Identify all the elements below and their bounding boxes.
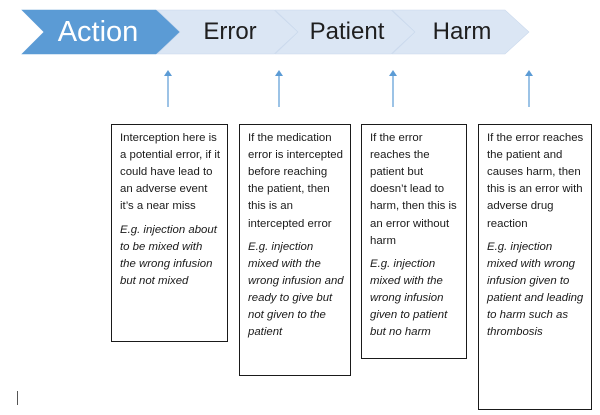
chevron-harm (391, 9, 530, 55)
stage-chevrons (21, 9, 530, 55)
description-box-intercepted-error: If the medication error is intercepted b… (239, 124, 351, 376)
up-arrow-icon (525, 70, 533, 107)
chevron-action (21, 9, 181, 55)
description-box-adverse-reaction: If the error reaches the patient and cau… (478, 124, 592, 410)
stage-label-error: Error (203, 18, 257, 45)
box-description: If the medication error is intercepted b… (248, 132, 343, 230)
stage-label-harm: Harm (432, 18, 492, 45)
box-description: If the error reaches the patient and cau… (487, 132, 584, 230)
box-example: E.g. injection about to be mixed with th… (120, 223, 217, 287)
box-example: E.g. injection mixed with the wrong infu… (370, 257, 448, 339)
box-example: E.g. injection mixed with wrong infusion… (487, 240, 584, 339)
box-example: E.g. injection mixed with the wrong infu… (248, 240, 344, 339)
chevron-patient (274, 9, 416, 55)
description-box-error-without-harm: If the error reaches the patient but doe… (361, 124, 467, 359)
up-arrow-icon (389, 70, 397, 107)
up-arrow-icon (164, 70, 172, 107)
text-cursor (17, 391, 18, 405)
box-description: Interception here is a potential error, … (120, 132, 221, 213)
box-description: If the error reaches the patient but doe… (370, 132, 457, 247)
description-box-near-miss: Interception here is a potential error, … (111, 124, 228, 342)
stage-label-patient: Patient (309, 18, 385, 45)
chevron-error (156, 9, 299, 55)
stage-label-action: Action (57, 16, 139, 48)
up-arrow-icon (275, 70, 283, 107)
